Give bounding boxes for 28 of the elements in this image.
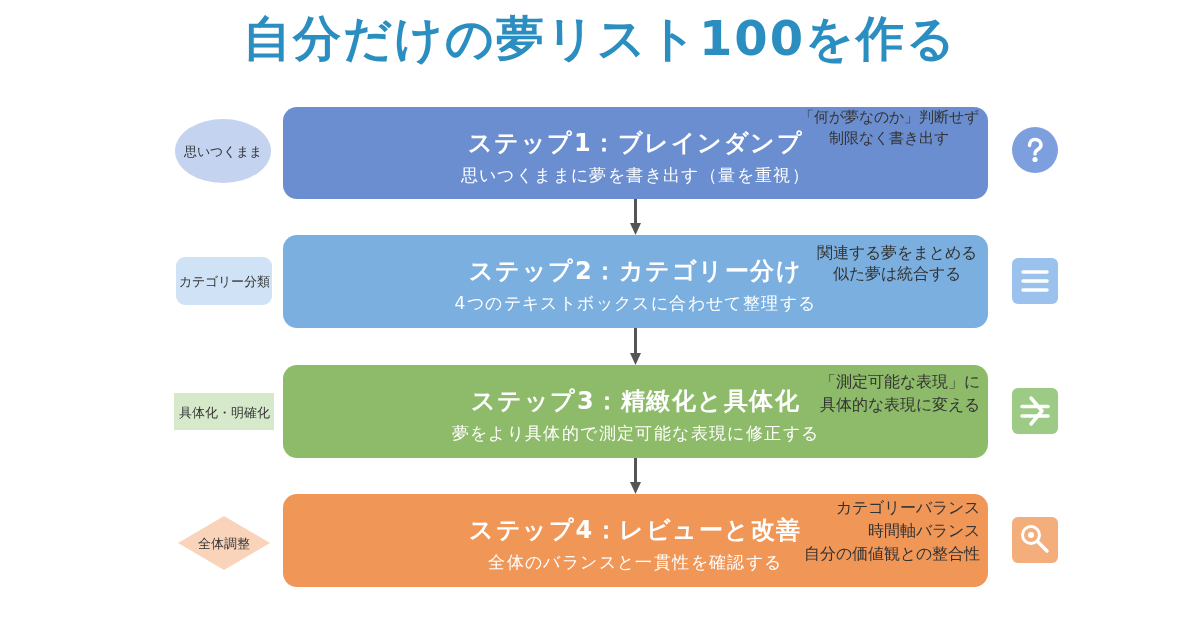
step-box [283,365,988,458]
step-box [283,494,988,587]
rounded-node [176,257,272,305]
step-description: 全体のバランスと一貫性を確認する [488,551,783,573]
step-box [283,107,988,199]
step-box [283,235,988,328]
side-note: カテゴリーバランス [836,497,980,519]
step-heading: ステップ3：精緻化と具体化 [470,388,801,414]
node-label: カテゴリー分類 [178,272,270,290]
node-label: 全体調整 [198,534,250,552]
step-heading: ステップ4：レビューと改善 [469,517,802,543]
arrow [630,458,641,494]
rect-node [174,393,274,430]
side-note: 時間軸バランス [868,520,980,542]
side-note: 関連する夢をまとめる [817,242,977,263]
node-label: 思いつくまま [184,142,262,160]
arrow [630,328,641,365]
step-description: 夢をより具体的で測定可能な表現に修正する [451,422,820,444]
side-note: 自分の価値観との整合性 [804,543,980,565]
diamond-node [178,516,270,570]
arrow [630,199,641,235]
step-description: 4つのテキストボックスに合わせて整理する [454,292,817,314]
step-description: 思いつくままに夢を書き出す（量を重視） [460,164,811,186]
side-note: 似た夢は統合する [833,263,961,284]
title: 自分だけの夢リスト100を作る [242,10,958,66]
step-heading: ステップ2：カテゴリー分け [468,258,803,284]
node-label: 具体化・明確化 [178,403,270,420]
side-note: 「測定可能な表現」に具体的な表現に変える [819,371,980,416]
